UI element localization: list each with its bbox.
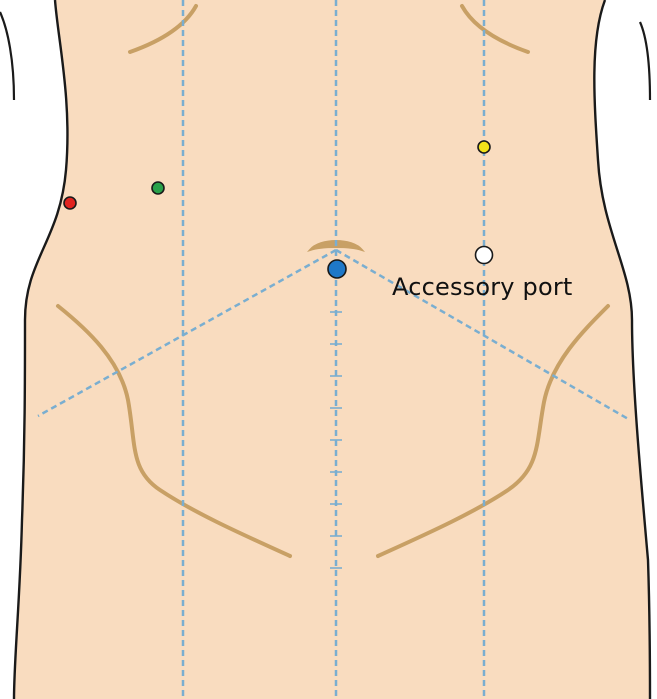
right-arm-edge: [0, 12, 14, 100]
camera-port: [328, 260, 346, 278]
accessory-port-label: Accessory port: [392, 273, 573, 301]
torso-silhouette: [14, 0, 650, 699]
right-flank-port: [64, 197, 76, 209]
left-arm-edge: [640, 22, 650, 100]
right-working-port: [152, 182, 164, 194]
accessory-port: [476, 247, 493, 264]
left-upper-port: [478, 141, 490, 153]
